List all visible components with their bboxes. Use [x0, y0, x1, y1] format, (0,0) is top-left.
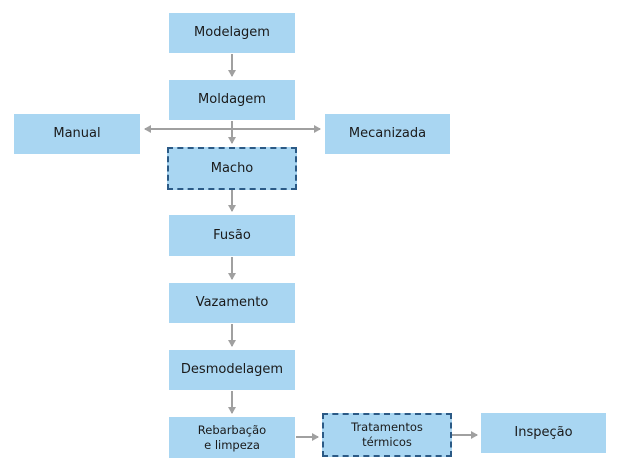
- step-tratamentos-label: Tratamentos térmicos: [351, 420, 423, 449]
- step-inspecao-label: Inspeção: [514, 425, 573, 440]
- step-macho-label: Macho: [210, 160, 254, 176]
- step-vazamento: Vazamento: [169, 283, 295, 323]
- step-mecanizada-label: Mecanizada: [348, 126, 427, 141]
- step-moldagem-label: Moldagem: [198, 92, 266, 107]
- step-modelagem-label: Modelagem: [194, 25, 270, 40]
- step-inspecao: Inspeção: [481, 413, 606, 453]
- step-mecanizada: Mecanizada: [325, 114, 450, 154]
- step-tratamentos: Tratamentos térmicos: [322, 413, 452, 457]
- step-fusao: Fusão: [169, 215, 295, 256]
- step-macho: Macho: [167, 147, 297, 190]
- step-fusao-label: Fusão: [213, 227, 251, 243]
- step-rebarbacao-label: Rebarbação e limpeza: [197, 422, 267, 452]
- step-manual-label: Manual: [53, 126, 101, 141]
- step-vazamento-label: Vazamento: [195, 295, 269, 310]
- step-modelagem: Modelagem: [169, 13, 295, 53]
- step-manual: Manual: [14, 114, 140, 154]
- step-moldagem: Moldagem: [169, 80, 295, 120]
- step-desmodelagem-label: Desmodelagem: [180, 362, 284, 377]
- step-rebarbacao: Rebarbação e limpeza: [169, 417, 295, 458]
- step-desmodelagem: Desmodelagem: [169, 350, 295, 390]
